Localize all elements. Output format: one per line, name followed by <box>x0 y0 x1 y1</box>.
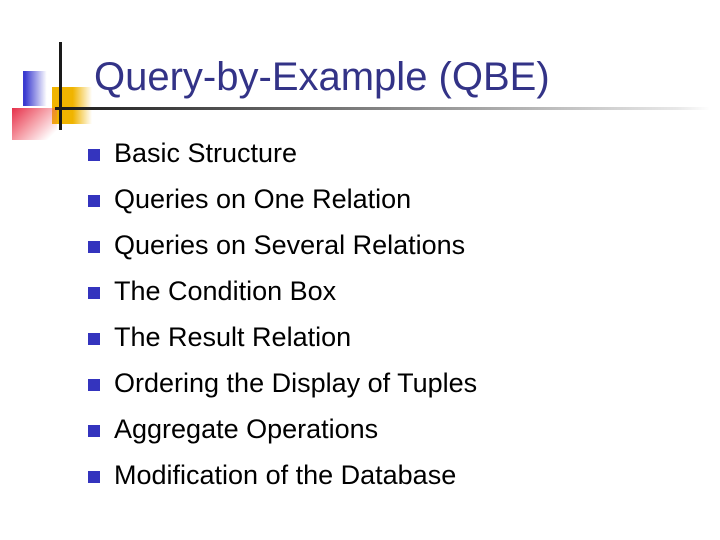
list-item-text: Basic Structure <box>114 137 298 168</box>
title-underline-rule <box>55 107 710 110</box>
list-item-text: Queries on Several Relations <box>114 229 466 260</box>
list-item-text: Modification of the Database <box>114 459 457 490</box>
list-item-text: Aggregate Operations <box>114 413 379 444</box>
bullet-square-icon <box>88 424 100 437</box>
list-item: Aggregate Operations <box>88 406 668 452</box>
bullet-square-icon <box>88 194 100 207</box>
bullet-square-icon <box>88 332 100 345</box>
list-item: The Result Relation <box>88 314 668 360</box>
list-item-text: Queries on One Relation <box>114 183 412 214</box>
list-item: Basic Structure <box>88 130 668 176</box>
bullet-square-icon <box>88 470 100 483</box>
list-item: Queries on One Relation <box>88 176 668 222</box>
list-item-text: The Result Relation <box>114 321 352 352</box>
list-item-text: The Condition Box <box>114 275 337 306</box>
list-item: Ordering the Display of Tuples <box>88 360 668 406</box>
list-item: Modification of the Database <box>88 452 668 498</box>
list-item: Queries on Several Relations <box>88 222 668 268</box>
list-item: The Condition Box <box>88 268 668 314</box>
decoration-red-gradient-square <box>12 108 57 140</box>
list-item-text: Ordering the Display of Tuples <box>114 367 478 398</box>
decoration-gold-gradient-square <box>52 87 92 124</box>
bullet-square-icon <box>88 378 100 391</box>
decoration-vertical-line <box>59 42 62 130</box>
bullet-square-icon <box>88 148 100 161</box>
slide-title: Query-by-Example (QBE) <box>94 55 550 99</box>
bullet-square-icon <box>88 286 100 299</box>
decoration-blue-gradient-square <box>23 71 48 106</box>
bullet-square-icon <box>88 240 100 253</box>
